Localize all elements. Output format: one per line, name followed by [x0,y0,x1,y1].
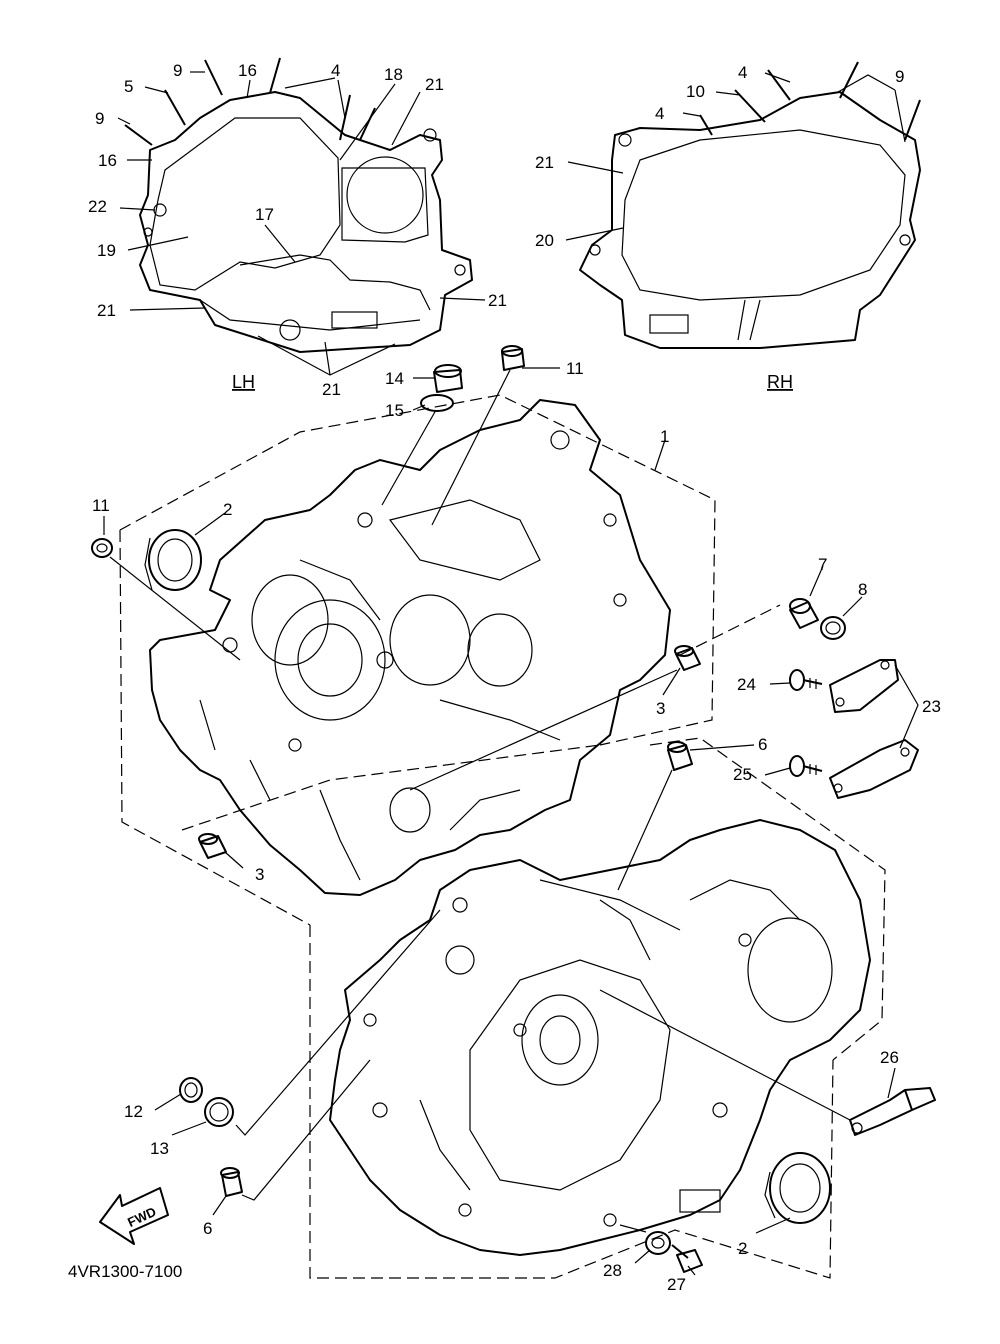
callout-25: 25 [733,765,752,784]
rh-crankcase-gasket [579,61,921,349]
part-12-bushing [179,1077,203,1103]
lh-crankcase-gasket [124,57,473,353]
callout-lh-21c: 21 [488,291,507,310]
part-6-dowel-right [667,741,693,771]
callout-26: 26 [880,1048,899,1067]
lh-side-label: LH [232,372,255,392]
callout-lh-18: 18 [384,65,403,84]
part-25-screw [789,755,823,777]
callout-lh-22: 22 [88,197,107,216]
callout-2-right: 2 [738,1239,747,1258]
callout-lh-17: 17 [255,205,274,224]
part-8-o-ring [820,616,846,640]
part-3-dowel-upper [674,645,701,671]
part-13-o-ring [204,1097,234,1127]
fwd-arrow-icon: FWD [99,1187,169,1245]
callout-lh-19: 19 [97,241,116,260]
callout-rh-21: 21 [535,153,554,172]
rh-side-label: RH [767,372,793,392]
callout-28: 28 [603,1261,622,1280]
callout-11-top: 11 [566,359,584,378]
part-15-o-ring [420,394,454,412]
callout-leader-lines [103,71,919,1276]
callout-7: 7 [818,555,827,574]
callout-lh-21d: 21 [322,380,341,399]
part-6-dowel-lower [220,1167,243,1197]
part-11-dowel-left [91,538,113,558]
callout-14: 14 [385,369,404,388]
callout-2-left: 2 [223,500,232,519]
callout-3-upper: 3 [656,699,665,718]
callout-3-lower: 3 [255,865,264,884]
part-14-collar [433,364,463,393]
part-3-dowel-lower [198,833,227,859]
callout-rh-4a: 4 [738,63,747,82]
callout-lh-9a: 9 [173,61,182,80]
callout-11-left: 11 [92,496,110,515]
part-2-bearing-left [144,529,202,591]
callout-27: 27 [667,1275,686,1294]
callout-lh-16a: 16 [238,61,257,80]
callout-rh-10: 10 [686,82,705,101]
callout-lh-4: 4 [331,61,340,80]
callout-rh-20: 20 [535,231,554,250]
callout-6-right: 6 [758,735,767,754]
callout-lh-21a: 21 [425,75,444,94]
callout-rh-9: 9 [895,67,904,86]
part-26-bracket [849,1087,936,1136]
callout-lh-21b: 21 [97,301,116,320]
callout-6-lower: 6 [203,1219,212,1238]
part-28-washer [645,1231,671,1255]
rh-crankcase-half [329,819,871,1256]
part-11-dowel-top [501,345,525,371]
callout-24: 24 [737,675,756,694]
drawing-code: 4VR1300-7100 [68,1262,182,1281]
part-23-retainer-plates [829,659,919,799]
part-2-bearing-right [764,1152,831,1224]
callout-15: 15 [385,401,404,420]
callout-lh-5: 5 [124,77,133,96]
part-24-screw [789,669,823,691]
callout-lh-9b: 9 [95,109,104,128]
callout-23: 23 [922,697,941,716]
callout-lh-16b: 16 [98,151,117,170]
assembly-dashed-outlines [119,394,886,1279]
callout-rh-4b: 4 [655,104,664,123]
lh-crankcase-half [149,399,671,896]
callout-12: 12 [124,1102,143,1121]
callout-8: 8 [858,580,867,599]
callout-1: 1 [660,427,669,446]
callout-13: 13 [150,1139,169,1158]
part-7-collar [789,598,819,629]
part-27-drain-bolt [671,1244,703,1273]
callout-numbers: 9 16 4 5 18 21 9 16 22 17 19 21 21 21 4 … [88,61,941,1294]
